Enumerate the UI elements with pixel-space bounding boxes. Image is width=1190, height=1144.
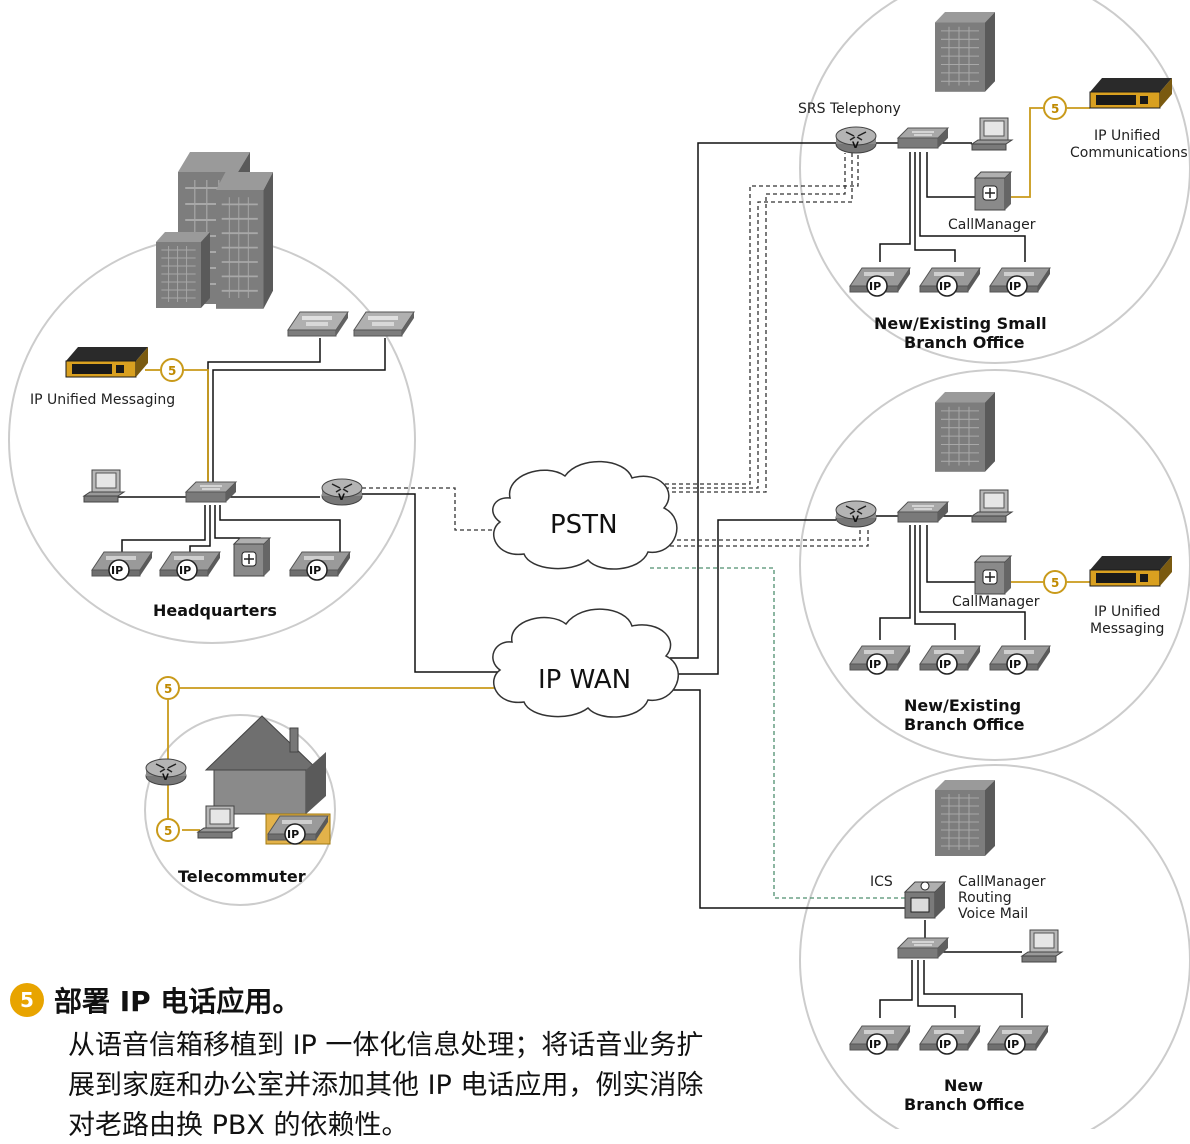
branch-router-icon — [835, 500, 877, 528]
ics-icon — [903, 881, 947, 919]
small-branch-ip-phone-icon: IP — [989, 267, 1051, 297]
svg-text:IP: IP — [287, 828, 299, 841]
small-branch-label-2: Branch Office — [904, 333, 1025, 352]
svg-text:IP: IP — [939, 280, 951, 293]
branch-building-icon — [934, 391, 996, 473]
svg-text:5: 5 — [168, 364, 176, 378]
caption-block: 5 部署 IP 电话应用。 从语音信箱移植到 IP 一体化信息处理；将话音业务扩… — [10, 980, 730, 1144]
green-dashed-link — [650, 567, 905, 899]
svg-text:IP: IP — [179, 564, 191, 577]
ics-label: ICS — [870, 874, 893, 890]
svg-text:IP: IP — [939, 658, 951, 671]
new-branch-pc-icon — [1021, 929, 1063, 963]
small-branch-callmanager-icon — [974, 171, 1012, 211]
small-branch-ip-phone-icon: IP — [919, 267, 981, 297]
ip-wan-label: IP WAN — [538, 665, 631, 695]
svg-text:IP: IP — [1007, 1038, 1019, 1051]
svg-text:5: 5 — [164, 824, 172, 838]
hq-plain-phone-icon — [287, 311, 349, 337]
pstn-label: PSTN — [550, 510, 618, 540]
svg-text:IP: IP — [869, 1038, 881, 1051]
ics-services-label-1: CallManager — [958, 874, 1046, 890]
small-branch-pc-icon — [971, 117, 1013, 151]
svg-text:IP: IP — [869, 280, 881, 293]
telecommuter-label: Telecommuter — [178, 867, 306, 886]
branch-circle — [799, 369, 1190, 761]
small-branch-switch-icon — [897, 127, 949, 149]
small-branch-ip-phone-icon: IP — [849, 267, 911, 297]
hq-ip-phone-icon: IP — [91, 551, 153, 581]
svg-text:5: 5 — [1051, 576, 1059, 590]
ip-unified-messaging-branch-icon — [1089, 555, 1173, 587]
branch-ip-phone-icon: IP — [989, 645, 1051, 675]
step-5-badge: 5 — [156, 818, 180, 842]
step-5-badge: 5 — [1043, 96, 1067, 120]
new-branch-ip-phone-icon: IP — [987, 1025, 1049, 1055]
caption-body: 从语音信箱移植到 IP 一体化信息处理；将话音业务扩展到家庭和办公室并添加其他 … — [68, 1030, 704, 1141]
new-branch-switch-icon — [897, 937, 949, 959]
svg-text:5: 5 — [1051, 102, 1059, 116]
hq-building-icon — [155, 151, 274, 310]
branch-label-2: Branch Office — [904, 715, 1025, 734]
new-branch-circle — [799, 764, 1190, 1129]
step-5-badge: 5 — [1043, 570, 1067, 594]
step-5-badge: 5 — [160, 358, 184, 382]
new-branch-label-2: Branch Office — [904, 1095, 1025, 1114]
ip-wan-cloud: IP WAN — [492, 608, 679, 718]
hq-ip-phone-icon: IP — [289, 551, 351, 581]
svg-text:IP: IP — [869, 658, 881, 671]
hq-callmanager-icon — [233, 537, 271, 577]
ip-unified-communications-label-2: Communications — [1070, 145, 1188, 161]
callmanager-branch-label: CallManager — [952, 594, 1040, 610]
srs-telephony-label: SRS Telephony — [798, 101, 901, 117]
hq-pc-icon — [83, 469, 125, 503]
hq-router-icon — [321, 478, 363, 506]
small-branch-circle — [799, 0, 1190, 364]
new-branch-ip-phone-icon: IP — [849, 1025, 911, 1055]
hq-plain-phone-icon — [353, 311, 415, 337]
ics-services-label-2: Routing — [958, 890, 1012, 906]
caption-heading: 5 部署 IP 电话应用。 — [10, 980, 730, 1020]
headquarters-label: Headquarters — [153, 601, 277, 620]
small-branch-label-1: New/Existing Small — [874, 314, 1047, 333]
telecommuter-circle — [144, 714, 336, 906]
svg-text:IP: IP — [309, 564, 321, 577]
svg-text:IP: IP — [939, 1038, 951, 1051]
branch-ip-phone-icon: IP — [849, 645, 911, 675]
hq-ip-phone-icon: IP — [159, 551, 221, 581]
ip-unified-messaging-branch-label-1: IP Unified — [1094, 604, 1160, 620]
new-branch-ip-phone-icon: IP — [919, 1025, 981, 1055]
hq-switch-icon — [185, 481, 237, 503]
branch-callmanager-icon — [974, 555, 1012, 595]
house-icon — [204, 715, 326, 815]
ip-unified-communications-icon — [1089, 77, 1173, 109]
callmanager-small-label: CallManager — [948, 217, 1036, 233]
small-branch-building-icon — [934, 11, 996, 93]
ip-unified-messaging-branch-label-2: Messaging — [1090, 621, 1164, 637]
svg-text:IP: IP — [1009, 280, 1021, 293]
ip-unified-messaging-hq-label: IP Unified Messaging — [30, 392, 175, 408]
dashed-links — [362, 153, 869, 547]
telecommuter-ip-phone-icon: IP — [265, 813, 331, 845]
caption-title: 部署 IP 电话应用。 — [54, 985, 301, 1018]
step-5-badge: 5 — [156, 676, 180, 700]
telecommuter-router-icon — [145, 758, 187, 786]
pstn-cloud: PSTN — [492, 460, 678, 570]
branch-label-1: New/Existing — [904, 696, 1021, 715]
ics-services-label-3: Voice Mail — [958, 906, 1028, 922]
small-branch-router-icon — [835, 126, 877, 154]
branch-switch-icon — [897, 501, 949, 523]
step-5-badge: 5 — [10, 983, 44, 1017]
svg-text:IP: IP — [111, 564, 123, 577]
branch-pc-icon — [971, 489, 1013, 523]
new-branch-label-1: New — [944, 1076, 983, 1095]
ip-unified-communications-label-1: IP Unified — [1094, 128, 1160, 144]
hq-unified-messaging-icon — [65, 346, 149, 378]
svg-text:IP: IP — [1009, 658, 1021, 671]
telecommuter-pc-icon — [197, 805, 239, 839]
new-branch-building-icon — [934, 779, 996, 857]
svg-text:5: 5 — [164, 682, 172, 696]
branch-ip-phone-icon: IP — [919, 645, 981, 675]
